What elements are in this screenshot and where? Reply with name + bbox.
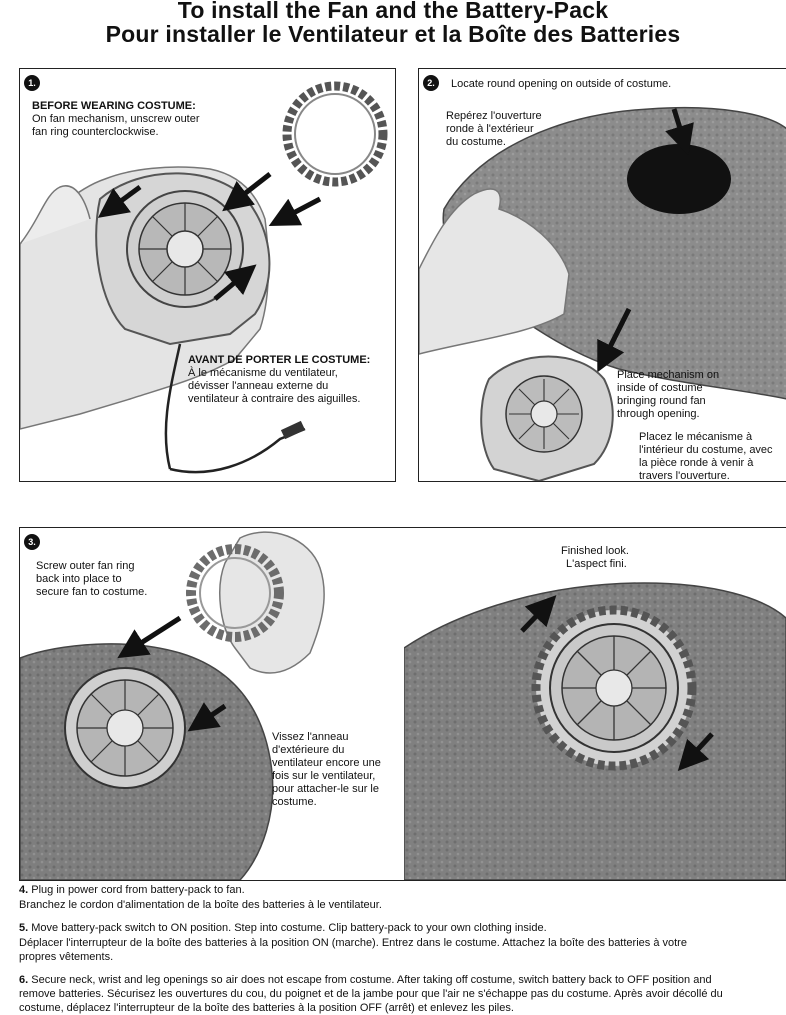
step-2-panel: 2. Locate round opening on outside of co…: [418, 68, 786, 482]
step-3-caption-french-1: Vissez l'anneau: [272, 731, 349, 743]
step-2-place-english-1: Place mechanism on: [617, 369, 720, 381]
step-1-panel: 1. BEFORE WEARING COSTUME: On fan mechan…: [19, 68, 396, 482]
step-3-caption-french-3: ventilateur encore une: [272, 757, 381, 769]
step-1-text-french-1: À le mécanisme du ventilateur,: [188, 367, 338, 379]
step-badge: 2.: [423, 75, 439, 91]
step-number: 4.: [19, 884, 29, 896]
arrow-rotate: [187, 702, 227, 732]
step-6-line-1: 6. Secure neck, wrist and leg openings s…: [19, 974, 786, 987]
step-3-caption-french-2: d'extérieure du: [272, 744, 345, 756]
counterclockwise-arrow: [213, 264, 257, 301]
costume-opening-illustration: [419, 106, 786, 481]
arrow-tighten-bottom: [677, 732, 714, 772]
step-1-text-french-3: ventilateur à contraire des aiguilles.: [188, 393, 361, 405]
finished-caption-french: L'aspect fini.: [566, 558, 627, 570]
page-title-french: Pour installer le Ventilateur et la Boît…: [105, 21, 681, 47]
outer-fan-ring: [186, 544, 284, 642]
step-badge: 1.: [24, 75, 40, 91]
step-2-caption-french-2: ronde à l'extérieur: [446, 123, 534, 135]
step-3-caption-french-5: pour attacher-le sur le: [272, 783, 379, 795]
step-1-heading-english: BEFORE WEARING COSTUME:: [32, 100, 196, 112]
step-4-english: 4. Plug in power cord from battery-pack …: [19, 884, 786, 897]
step-3-caption-english-3: secure fan to costume.: [36, 586, 148, 598]
step-1-text-english-1: On fan mechanism, unscrew outer: [32, 113, 200, 125]
arrow-tighten-top: [520, 595, 557, 633]
page-title-english: To install the Fan and the Battery-Pack: [177, 0, 609, 23]
cord-plug: [280, 420, 306, 440]
screw-ring-illustration: [20, 531, 325, 880]
finished-caption-english: Finished look.: [561, 545, 629, 557]
step-4-french: Branchez le cordon d'alimentation de la …: [19, 899, 382, 911]
step-2-place-english-4: through opening.: [617, 408, 700, 420]
step-number: 5.: [19, 922, 29, 934]
step-1-text-english-2: fan ring counterclockwise.: [32, 126, 159, 138]
hand-holding-fan-illustration: [20, 81, 388, 474]
counterclockwise-arrow-2: [97, 184, 142, 218]
step-6-line-2: remove batteries. Sécurisez les ouvertur…: [19, 988, 723, 1000]
step-3-caption-english-2: back into place to: [36, 573, 122, 585]
outer-fan-ring: [282, 81, 388, 187]
step-3-caption-english-1: Screw outer fan ring: [36, 560, 135, 572]
finished-fan-illustration: [404, 582, 786, 880]
step-2-place-french-4: travers l'ouverture.: [639, 470, 730, 482]
arrow-to-ring: [222, 172, 272, 212]
step-2-place-english-3: bringing round fan: [617, 395, 706, 407]
power-cord: [164, 343, 306, 474]
step-6-text-1: Secure neck, wrist and leg openings so a…: [31, 974, 712, 986]
step-4-text-english: Plug in power cord from battery-pack to …: [31, 884, 245, 896]
hand: [419, 188, 570, 355]
step-5-french-1: Déplacer l'interrupteur de la boîte des …: [19, 937, 687, 949]
step-5-text-english: Move battery-pack switch to ON position.…: [31, 922, 547, 934]
round-opening: [627, 144, 731, 214]
step-3-panel: 3. Screw outer fan ring back into place …: [19, 527, 406, 881]
step-5-english: 5. Move battery-pack switch to ON positi…: [19, 922, 786, 935]
step-3-caption-french-6: costume.: [272, 796, 317, 808]
arrow-ring-down: [117, 615, 182, 659]
step-1-heading-french: AVANT DE PORTER LE COSTUME:: [188, 354, 371, 366]
step-2-place-french-3: la pièce ronde à venir à: [639, 457, 754, 469]
step-2-place-french-2: l'intérieur du costume, avec: [639, 444, 773, 456]
step-5-french-2: propres vêtements.: [19, 951, 114, 963]
step-6-line-3: costume, déplacez l'interrupteur de la b…: [19, 1002, 514, 1014]
step-badge: 3.: [24, 534, 40, 550]
step-2-caption-english: Locate round opening on outside of costu…: [451, 78, 672, 90]
finished-look-panel: Finished look. L'aspect fini.: [404, 527, 786, 881]
step-2-place-english-2: inside of costume: [617, 382, 703, 394]
step-number: 6.: [19, 974, 29, 986]
step-3-caption-french-4: fois sur le ventilateur,: [272, 770, 376, 782]
step-1-text-french-2: dévisser l'anneau externe du: [188, 380, 329, 392]
step-2-caption-french-3: du costume.: [446, 136, 506, 148]
step-2-place-french-1: Placez le mécanisme à: [639, 431, 753, 443]
step-2-caption-french-1: Repérez l'ouverture: [446, 110, 542, 122]
arrow-to-ring-2: [268, 196, 322, 226]
